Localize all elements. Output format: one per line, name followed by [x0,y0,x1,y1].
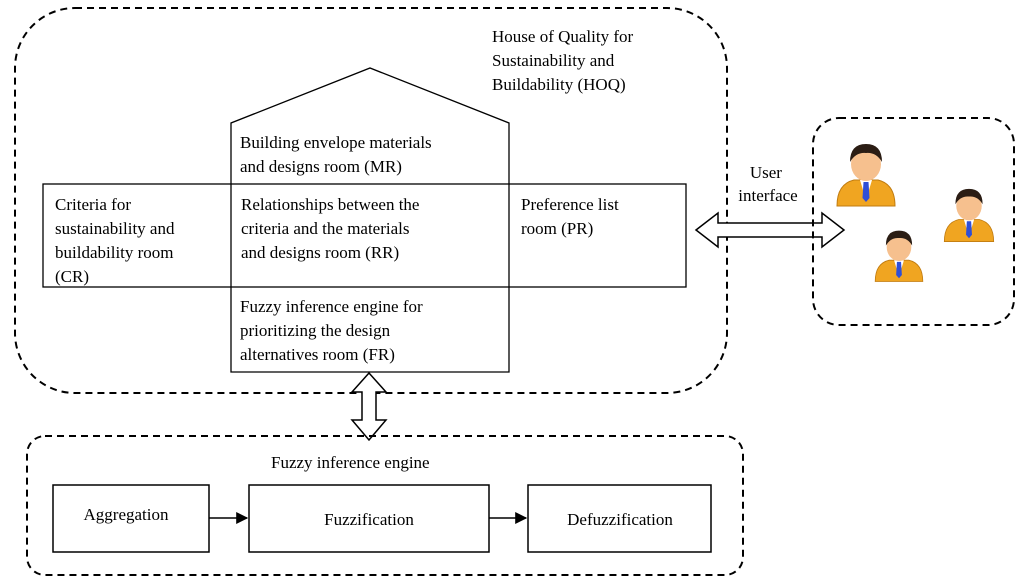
cr-room-line: sustainability and [55,219,175,238]
rr-room-line: Relationships between the [241,195,419,214]
hoq-title-line: Sustainability and [492,51,615,70]
pr-room-label: Preference list room (PR) [521,195,623,238]
pr-room-line: room (PR) [521,219,593,238]
fr-room-line: alternatives room (FR) [240,345,395,364]
defuzzification-box [527,484,712,553]
defuzzification-label: Defuzzification [567,510,673,529]
cr-room-line: (CR) [55,267,89,286]
hoq-title-line: House of Quality for [492,27,634,46]
hoq-title: House of Quality for Sustainability and … [492,27,637,94]
house-roof [230,67,510,184]
engine-title: Fuzzy inference engine [271,453,430,472]
cr-room-line: Criteria for [55,195,131,214]
fuzzification-label: Fuzzification [324,510,414,529]
engine-double-arrow [350,371,388,442]
user-avatar-icon [874,230,924,282]
fr-room-box [230,287,510,373]
rooms-band [42,183,687,288]
user-avatar-icon [836,144,896,207]
aggregation-label: Aggregation [84,505,169,524]
pr-room-line: Preference list [521,195,619,214]
rr-room-line: and designs room (RR) [241,243,399,262]
user-avatar-icon [943,188,995,243]
rr-room-line: criteria and the materials [241,219,410,238]
user-interface-double-arrow [694,211,846,249]
user-interface-line: User [750,163,782,182]
hoq-boundary [14,7,728,394]
cr-room-line: buildability room [55,243,174,262]
fr-room-label: Fuzzy inference engine for prioritizing … [240,297,427,364]
fr-room-line: Fuzzy inference engine for [240,297,423,316]
users-boundary [812,117,1015,326]
mr-room-line: and designs room (MR) [240,157,402,176]
hoq-title-line: Buildability (HOQ) [492,75,626,94]
cr-room-label: Criteria for sustainability and buildabi… [55,195,179,286]
user-interface-label: User interface [738,163,797,205]
user-interface-line: interface [738,186,797,205]
fr-room-line: prioritizing the design [240,321,391,340]
mr-room-line: Building envelope materials [240,133,432,152]
mr-room-label: Building envelope materials and designs … [240,133,436,176]
engine-boundary [26,435,744,576]
rr-room-label: Relationships between the criteria and t… [241,195,424,262]
